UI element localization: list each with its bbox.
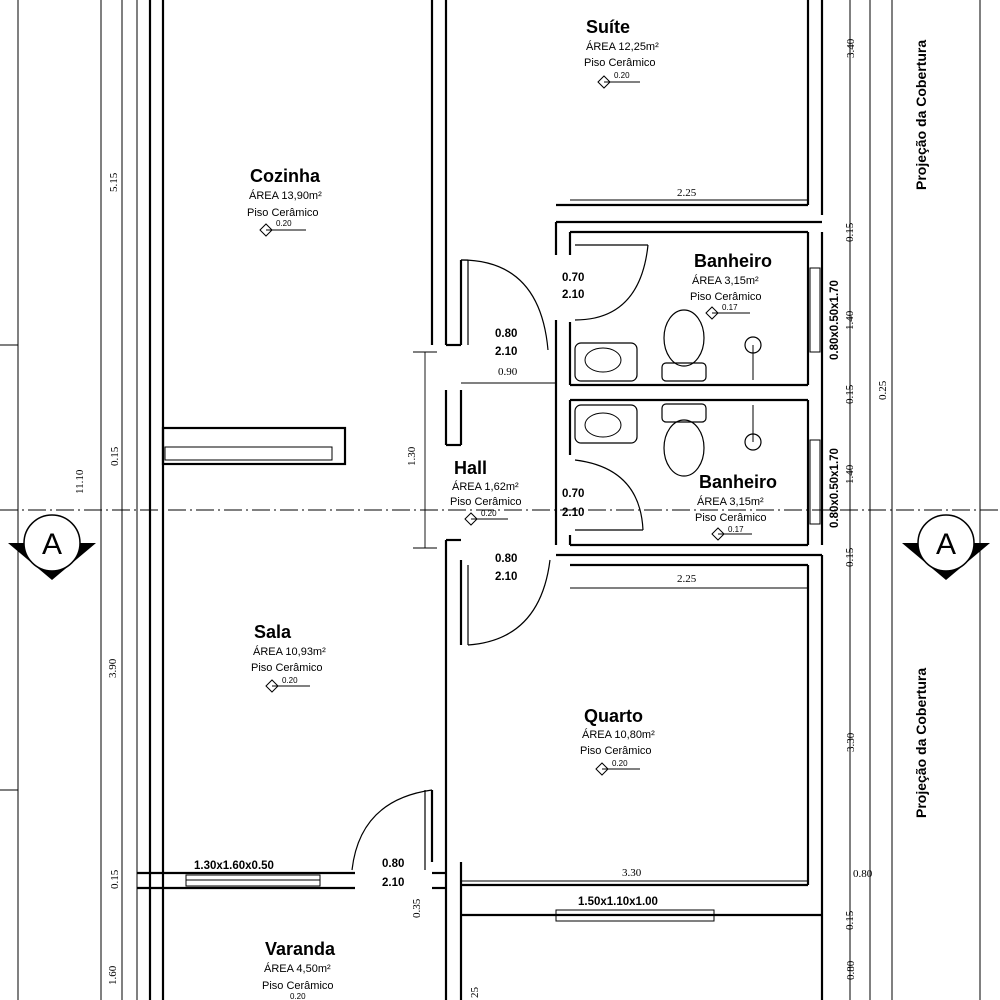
svg-text:0.20: 0.20 [276, 219, 292, 228]
svg-text:0.20: 0.20 [614, 71, 630, 80]
svg-text:0.20: 0.20 [290, 992, 306, 1000]
windows [185, 267, 821, 922]
svg-text:Piso Cerâmico: Piso Cerâmico [450, 496, 522, 508]
section-marker-right: A [902, 514, 990, 580]
room-sala: Sala ÁREA 10,93m² Piso Cerâmico 0.20 [251, 622, 326, 685]
svg-text:Piso Cerâmico: Piso Cerâmico [580, 745, 652, 757]
room-hall: Hall ÁREA 1,62m² Piso Cerâmico 0.20 [450, 458, 522, 518]
door-varanda-height: 2.10 [382, 877, 404, 889]
doors [351, 244, 649, 871]
section-label-left: A [42, 528, 62, 561]
svg-text:2.25: 2.25 [677, 573, 697, 585]
room-quarto: Quarto ÁREA 10,80m² Piso Cerâmico 0.20 [580, 706, 655, 768]
svg-text:ÁREA 1,62m²: ÁREA 1,62m² [452, 480, 519, 493]
svg-text:0.80: 0.80 [853, 868, 873, 880]
svg-text:0.20: 0.20 [612, 759, 628, 768]
level-markers [259, 75, 752, 776]
projection-label-top: Projeção da Cobertura [913, 40, 929, 190]
svg-text:ÁREA 13,90m²: ÁREA 13,90m² [249, 189, 322, 202]
svg-text:Piso Cerâmico: Piso Cerâmico [247, 207, 319, 219]
svg-text:Piso Cerâmico: Piso Cerâmico [690, 291, 762, 303]
svg-text:0.15: 0.15 [844, 384, 856, 404]
svg-text:0.90: 0.90 [498, 366, 518, 378]
door-quarto-width: 0.80 [495, 553, 517, 565]
toilet-top [663, 309, 705, 367]
door-quarto-height: 2.10 [495, 571, 517, 583]
svg-text:0.15: 0.15 [844, 222, 856, 242]
svg-text:0.80: 0.80 [845, 960, 857, 980]
room-varanda: Varanda ÁREA 4,50m² Piso Cerâmico 0.20 [262, 939, 336, 1000]
svg-text:ÁREA 3,15m²: ÁREA 3,15m² [692, 274, 759, 287]
svg-text:2.25: 2.25 [677, 187, 697, 199]
svg-text:0.15: 0.15 [109, 869, 121, 889]
opening-labels: 0.70 2.10 0.80 2.10 0.70 2.10 0.80 2.10 … [194, 272, 841, 908]
svg-text:3.30: 3.30 [845, 732, 857, 752]
svg-text:Piso Cerâmico: Piso Cerâmico [695, 512, 767, 524]
window-bath-top-label: 0.80x0.50x1.70 [829, 280, 841, 360]
svg-text:0.25: 0.25 [877, 380, 889, 400]
door-bath-low-height: 2.10 [562, 507, 584, 519]
door-bath-low-width: 0.70 [562, 488, 584, 500]
svg-text:1.40: 1.40 [844, 310, 856, 330]
svg-text:Banheiro: Banheiro [694, 251, 772, 271]
room-cozinha: Cozinha ÁREA 13,90m² Piso Cerâmico 0.20 [247, 166, 322, 228]
svg-text:0.15: 0.15 [109, 446, 121, 466]
svg-text:ÁREA 10,93m²: ÁREA 10,93m² [253, 645, 326, 658]
svg-text:Quarto: Quarto [584, 706, 643, 726]
sink-top [574, 342, 638, 382]
svg-text:1.30: 1.30 [406, 446, 418, 466]
room-banheiro-top: Banheiro ÁREA 3,15m² Piso Cerâmico 0.17 [690, 251, 772, 312]
svg-text:3.90: 3.90 [107, 658, 119, 678]
svg-text:0.20: 0.20 [481, 509, 497, 518]
svg-text:0.17: 0.17 [722, 303, 738, 312]
svg-text:Piso Cerâmico: Piso Cerâmico [262, 980, 334, 992]
projection-label-bottom: Projeção da Cobertura [913, 668, 929, 818]
door-bath-top-height: 2.10 [562, 289, 584, 301]
svg-text:5.15: 5.15 [108, 172, 120, 192]
svg-text:0.20: 0.20 [282, 676, 298, 685]
door-bath-top-width: 0.70 [562, 272, 584, 284]
svg-text:ÁREA 10,80m²: ÁREA 10,80m² [582, 728, 655, 741]
svg-text:3.40: 3.40 [845, 38, 857, 58]
svg-text:Cozinha: Cozinha [250, 166, 321, 186]
svg-text:0.15: 0.15 [844, 547, 856, 567]
svg-text:ÁREA 4,50m²: ÁREA 4,50m² [264, 962, 331, 975]
door-hall-top-width: 0.80 [495, 328, 517, 340]
dimension-labels: 3.40 5.15 2.25 0.15 1.40 0.90 0.15 0.25 … [74, 38, 889, 998]
svg-text:Suíte: Suíte [586, 17, 630, 37]
toilet-low [663, 419, 705, 477]
svg-text:Piso Cerâmico: Piso Cerâmico [251, 662, 323, 674]
svg-text:25: 25 [469, 987, 481, 999]
svg-text:0.15: 0.15 [844, 910, 856, 930]
svg-text:11.10: 11.10 [74, 469, 86, 494]
window-quarto-label: 1.50x1.10x1.00 [578, 896, 658, 908]
section-label-right: A [936, 528, 956, 561]
svg-text:1.40: 1.40 [844, 464, 856, 484]
window-sala-label: 1.30x1.60x0.50 [194, 860, 274, 872]
door-varanda-width: 0.80 [382, 858, 404, 870]
svg-text:0.17: 0.17 [728, 525, 744, 534]
svg-text:3.30: 3.30 [622, 867, 642, 879]
fixtures [574, 309, 762, 477]
svg-text:1.60: 1.60 [107, 965, 119, 985]
svg-text:Varanda: Varanda [265, 939, 336, 959]
sink-low [574, 404, 638, 444]
svg-text:0.35: 0.35 [411, 898, 423, 918]
svg-text:ÁREA 3,15m²: ÁREA 3,15m² [697, 495, 764, 508]
svg-text:Hall: Hall [454, 458, 487, 478]
svg-text:ÁREA 12,25m²: ÁREA 12,25m² [586, 40, 659, 53]
section-marker-left: A [8, 514, 96, 580]
window-bath-low-label: 0.80x0.50x1.70 [829, 448, 841, 528]
room-banheiro-low: Banheiro ÁREA 3,15m² Piso Cerâmico 0.17 [695, 472, 777, 534]
door-hall-top-height: 2.10 [495, 346, 517, 358]
dimension-lines [413, 199, 808, 882]
walls [137, 0, 824, 1000]
room-suite: Suíte ÁREA 12,25m² Piso Cerâmico 0.20 [584, 17, 659, 80]
svg-text:Sala: Sala [254, 622, 292, 642]
svg-text:Piso Cerâmico: Piso Cerâmico [584, 57, 656, 69]
svg-text:Banheiro: Banheiro [699, 472, 777, 492]
